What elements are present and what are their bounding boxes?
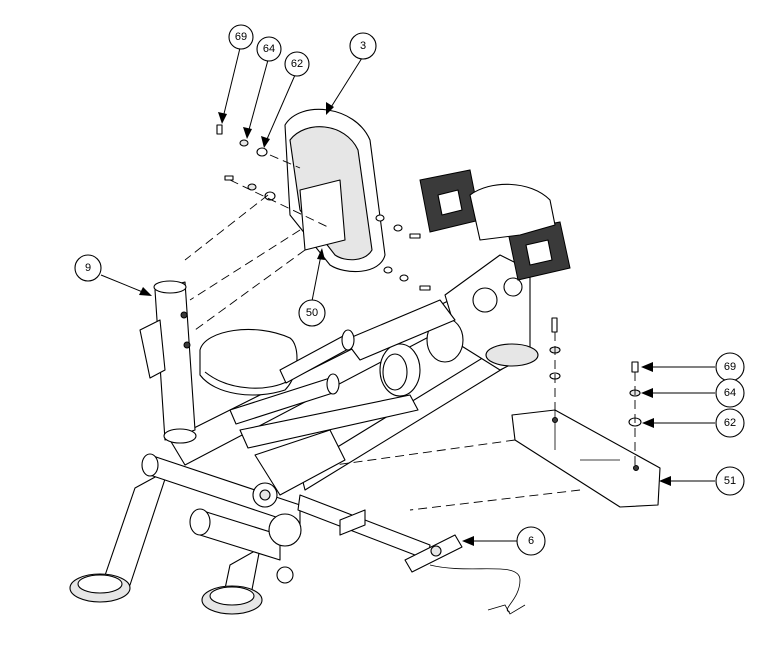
callout-9: 9	[74, 254, 102, 282]
callout-label: 51	[724, 475, 736, 487]
callout-label: 50	[306, 307, 318, 319]
callout-62-top: 62	[284, 51, 310, 77]
callout-label: 69	[724, 361, 736, 373]
callout-label: 62	[291, 58, 303, 70]
hardware-bolts	[216, 124, 642, 427]
callout-label: 62	[724, 417, 736, 429]
callout-arrowheads	[139, 102, 671, 546]
callout-3: 3	[349, 32, 377, 60]
callout-label: 64	[724, 387, 736, 399]
machine-frame	[69, 254, 539, 615]
cable-bracket-part-6	[404, 534, 526, 615]
callout-label: 64	[263, 43, 275, 55]
seat-cushion	[199, 328, 298, 396]
callout-label: 9	[85, 262, 91, 274]
callout-label: 6	[528, 535, 534, 547]
callout-69-right: 69	[715, 352, 745, 382]
callout-label: 69	[235, 31, 247, 43]
assembly-guide-lines	[184, 154, 636, 511]
callout-51: 51	[715, 466, 745, 496]
callout-69-top: 69	[228, 24, 254, 50]
pedal-right	[507, 221, 571, 281]
callout-64-top: 64	[256, 36, 282, 62]
callout-50: 50	[298, 299, 326, 327]
callout-64-right: 64	[715, 378, 745, 408]
crank-housing	[469, 183, 556, 241]
callout-label: 3	[360, 40, 366, 52]
backrest-bracket-part-50	[299, 179, 346, 251]
handlebar-assembly	[229, 329, 355, 425]
callout-62-right: 62	[715, 408, 745, 438]
callout-6: 6	[516, 526, 546, 556]
seat-post-part-9	[139, 280, 197, 444]
